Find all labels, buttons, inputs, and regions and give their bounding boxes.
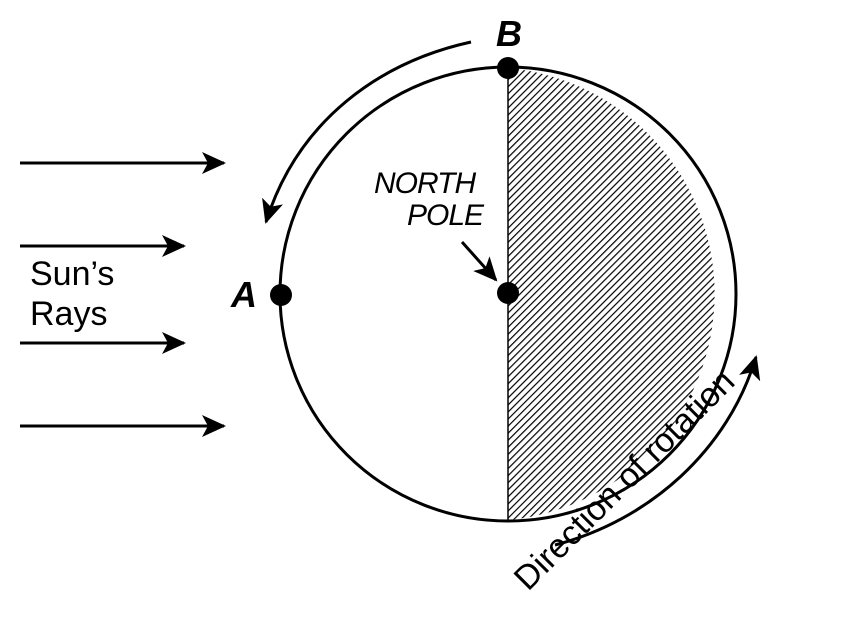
north-pole-pointer-arrow	[460, 240, 498, 282]
suns-rays-label-line1: Sun’s	[30, 255, 114, 293]
suns-rays-label-line2: Rays	[30, 295, 107, 333]
direction-of-rotation-arrow	[554, 355, 761, 547]
night-side-shading	[508, 68, 715, 520]
point-a-dot	[270, 284, 292, 306]
point-b-label: B	[496, 13, 522, 54]
north-pole-label-line1: NORTH	[374, 167, 476, 200]
point-a-label: A	[230, 274, 257, 315]
rotation-arrow-b-to-a	[262, 40, 472, 224]
north-pole-dot	[497, 282, 519, 304]
point-b-dot	[497, 57, 519, 79]
north-pole-label-line2: POLE	[407, 199, 485, 232]
